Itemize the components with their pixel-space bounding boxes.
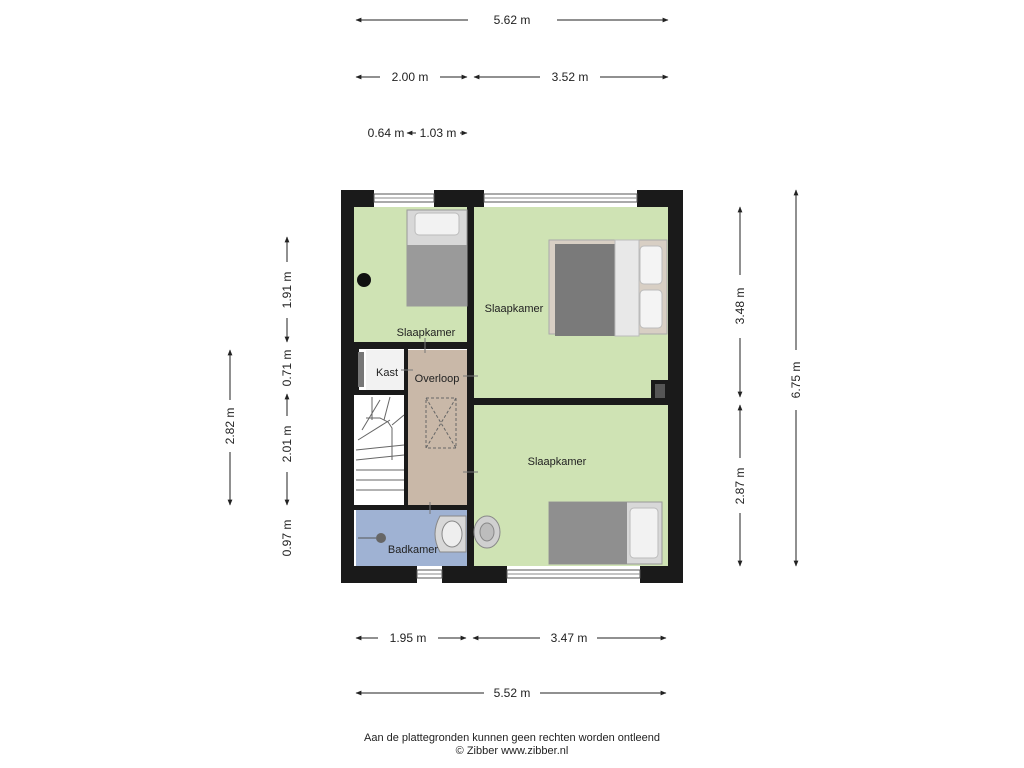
room-floor-stairs: [356, 395, 406, 505]
dim-top-small-b: 1.03 m: [420, 126, 457, 140]
radiator-pipe: [357, 273, 371, 287]
attic-hatch: [425, 397, 457, 449]
kast-shelf: [358, 352, 364, 387]
dim-top-small-a: 0.64 m: [368, 126, 405, 140]
dim-left-mid: 0.71 m: [280, 350, 294, 387]
footer-copyright: © Zibber www.zibber.nl: [455, 745, 569, 757]
room-label-slaapkamer-se: Slaapkamer: [528, 456, 587, 468]
double-bed-ne: [548, 239, 668, 337]
dim-top-left: 2.00 m: [392, 70, 429, 84]
dimension-lines: [227, 17, 799, 696]
dim-right-top: 3.48 m: [733, 288, 747, 325]
dim-right-total: 6.75 m: [789, 362, 803, 399]
room-floor-overloop: [408, 350, 467, 505]
dim-bottom-total: 5.52 m: [494, 686, 531, 700]
dim-bottom-left: 1.95 m: [390, 631, 427, 645]
single-bed-nw: [406, 209, 468, 307]
dim-left-bottom: 0.97 m: [280, 520, 294, 557]
footer-disclaimer: Aan de plattegronden kunnen geen rechten…: [363, 732, 660, 744]
door-marks: [401, 338, 478, 514]
dim-left-outer: 2.82 m: [223, 408, 237, 445]
dim-left-low: 2.01 m: [280, 426, 294, 463]
room-label-slaapkamer-ne: Slaapkamer: [485, 303, 544, 315]
bathroom-fixtures: [358, 515, 501, 553]
dim-left-top: 1.91 m: [280, 272, 294, 309]
room-label-badkamer: Badkamer: [388, 544, 438, 556]
room-label-slaapkamer-nw: Slaapkamer: [397, 327, 456, 339]
staircase: [355, 396, 405, 491]
room-label-overloop: Overloop: [415, 373, 460, 385]
room-label-kast: Kast: [376, 367, 398, 379]
shaft-inner: [655, 384, 665, 398]
dim-top-total: 5.62 m: [494, 13, 531, 27]
walls: [341, 190, 683, 583]
single-bed-se: [548, 501, 663, 565]
dim-bottom-right: 3.47 m: [551, 631, 588, 645]
dim-top-right: 3.52 m: [552, 70, 589, 84]
dim-right-bottom: 2.87 m: [733, 468, 747, 505]
window-lines: [374, 197, 640, 575]
room-floor-kast: [366, 350, 404, 390]
